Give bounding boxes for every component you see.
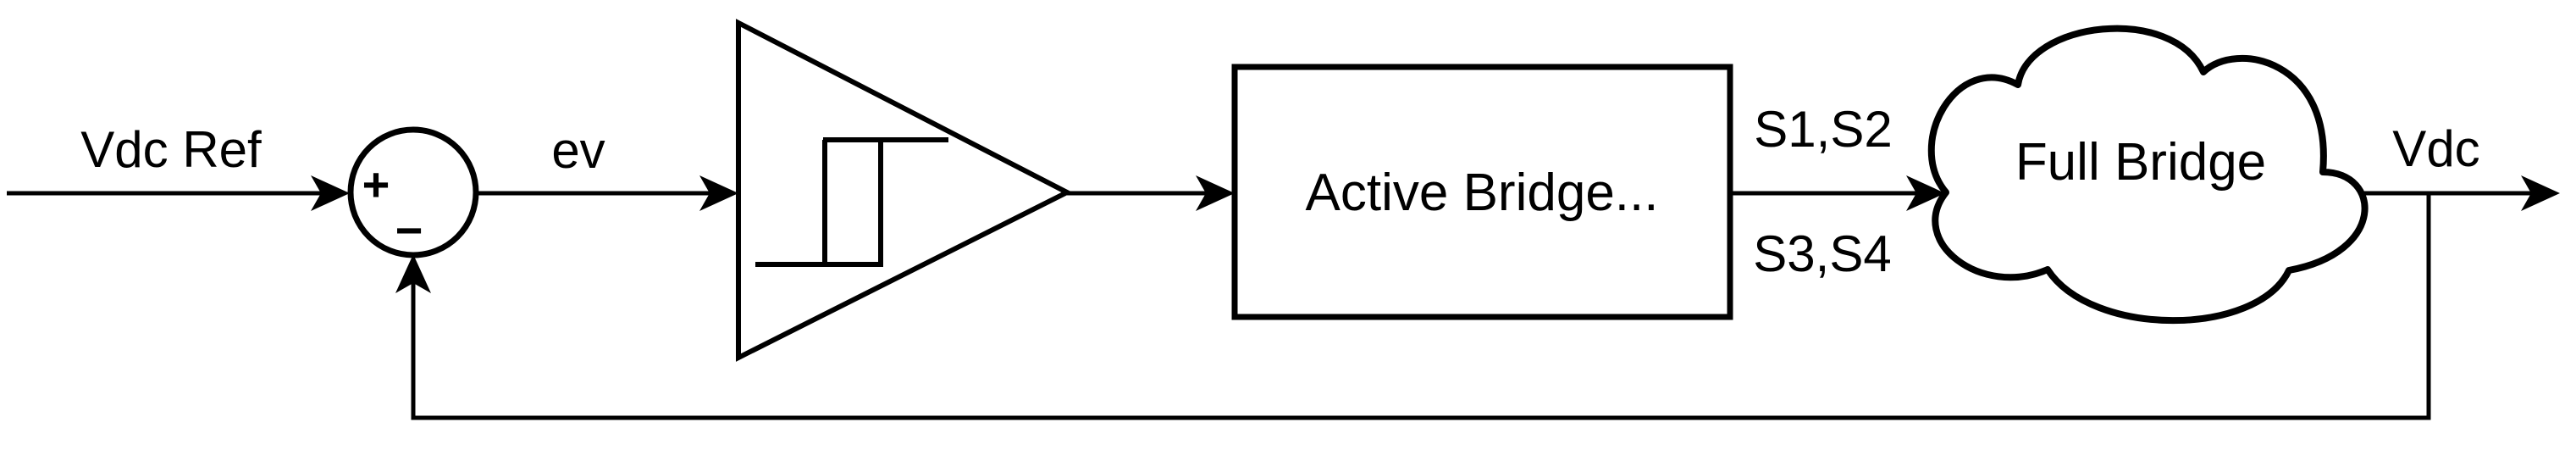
arrowhead-into-summing-junction xyxy=(311,175,350,211)
full-bridge-cloud xyxy=(1927,25,2369,325)
arrowhead-into-active-bridge xyxy=(1196,175,1235,211)
full-bridge-label: Full Bridge xyxy=(2015,133,2266,192)
input-signal-label: Vdc Ref xyxy=(80,121,262,178)
arrowhead-output xyxy=(2521,175,2560,211)
hysteresis-relay-icon xyxy=(755,137,948,267)
arrowhead-into-full-bridge xyxy=(1906,175,1945,211)
arrowhead-feedback-into-summing-junction xyxy=(395,254,431,293)
gate-signals-top-label: S1,S2 xyxy=(1754,101,1892,158)
error-signal-label: ev xyxy=(551,122,605,179)
active-bridge-label: Active Bridge... xyxy=(1306,164,1659,222)
active-bridge-block xyxy=(1231,64,1733,320)
summing-plus-sign: + xyxy=(362,158,390,211)
arrowhead-into-comparator xyxy=(699,175,738,211)
summing-junction-circle xyxy=(347,126,479,258)
summing-minus-sign: − xyxy=(395,203,423,257)
feedback-line xyxy=(411,193,2431,420)
output-signal-label: Vdc xyxy=(2392,120,2479,177)
gate-signals-bottom-label: S3,S4 xyxy=(1753,225,1891,282)
comparator-triangle xyxy=(736,19,1073,362)
